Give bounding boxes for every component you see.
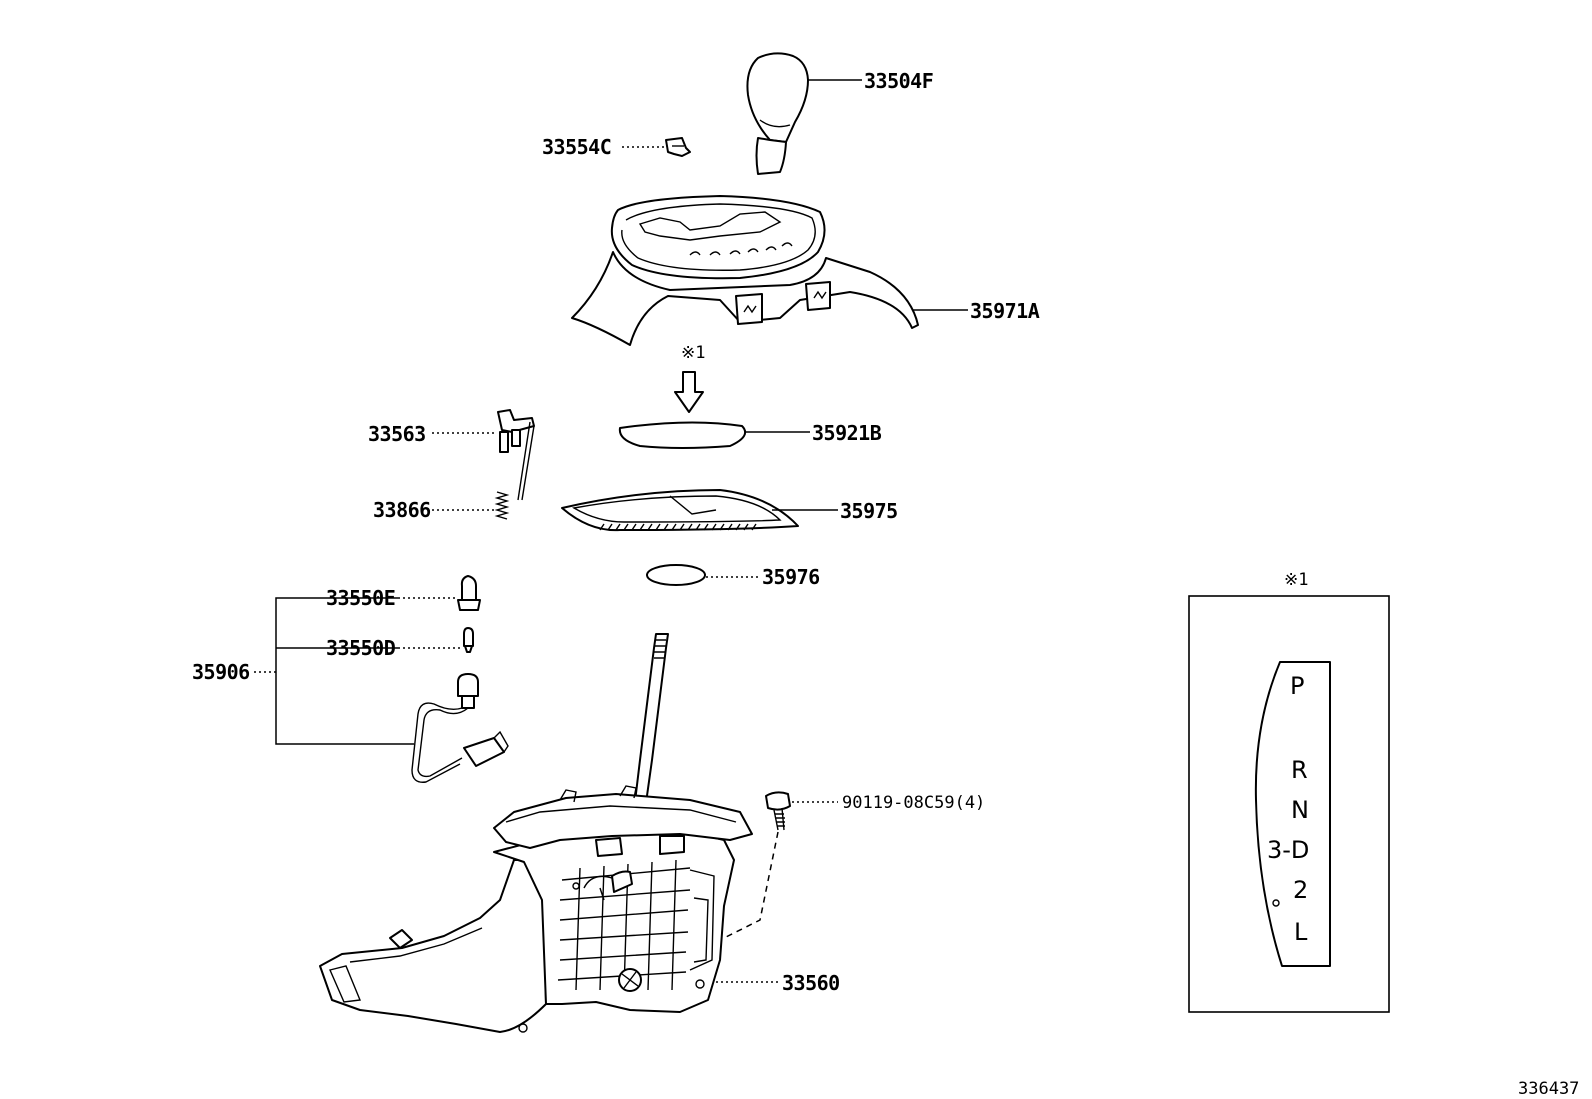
- shift-lock-clip[interactable]: [665, 137, 691, 157]
- label-35906: 35906: [192, 660, 250, 684]
- label-35976: 35976: [762, 565, 820, 589]
- label-33560: 33560: [782, 971, 840, 995]
- shift-knob[interactable]: [746, 52, 809, 175]
- gear-l: L: [1294, 918, 1308, 946]
- bulb-socket-wire[interactable]: [411, 673, 509, 783]
- bulb-33550D[interactable]: [463, 627, 474, 653]
- note-mark: ※1: [681, 343, 705, 363]
- gear-r: R: [1291, 756, 1308, 784]
- label-35921B: 35921B: [812, 421, 882, 445]
- gear-p: P: [1290, 672, 1304, 700]
- label-33550D: 33550D: [326, 636, 396, 660]
- label-35975: 35975: [840, 499, 898, 523]
- indicator-dot: [1272, 899, 1280, 907]
- indicator-housing[interactable]: [571, 195, 919, 346]
- gear-2: 2: [1293, 876, 1308, 904]
- label-90119: 90119-08C59(4): [842, 793, 985, 813]
- figure-number: 336437: [1518, 1079, 1579, 1099]
- shift-lever-assembly[interactable]: [319, 633, 753, 1033]
- indicator-disc[interactable]: [646, 564, 706, 586]
- gear-n: N: [1291, 796, 1309, 824]
- indicator-plate-detail: [1254, 661, 1331, 967]
- label-33563: 33563: [368, 422, 426, 446]
- indicator-detail-inset: ※1 P R N 3-D 2 L: [1188, 570, 1390, 1013]
- inset-title: ※1: [1284, 570, 1308, 590]
- gear-3d: 3-D: [1267, 836, 1309, 864]
- bulb-33550E[interactable]: [457, 575, 481, 611]
- down-arrow-icon: [674, 371, 704, 413]
- label-33554C: 33554C: [542, 135, 611, 159]
- label-33866: 33866: [373, 498, 431, 522]
- label-35971A: 35971A: [970, 299, 1040, 323]
- spring[interactable]: [494, 491, 510, 520]
- label-33504F: 33504F: [864, 69, 933, 93]
- indicator-plate[interactable]: [618, 421, 746, 449]
- shift-lock-solenoid[interactable]: [497, 409, 535, 501]
- bolt-90119[interactable]: [765, 791, 791, 831]
- label-33550E: 33550E: [326, 586, 395, 610]
- slide-cover[interactable]: [561, 489, 799, 532]
